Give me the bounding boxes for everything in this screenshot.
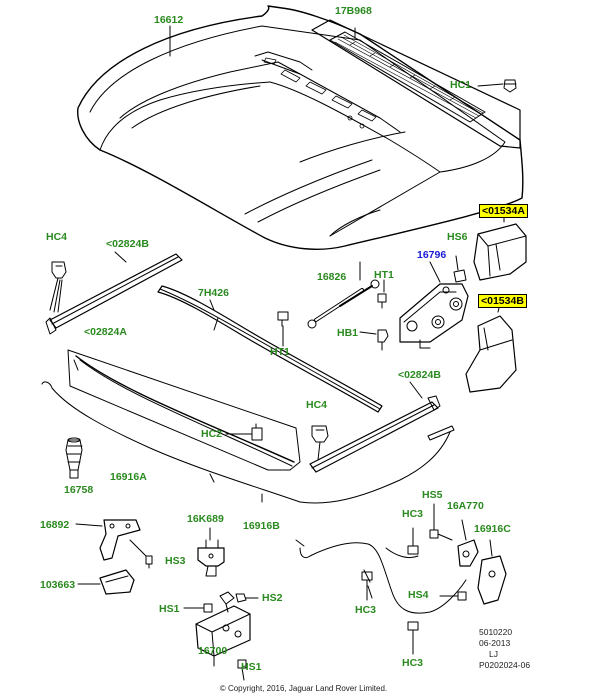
callout-103663[interactable]: 103663 bbox=[40, 579, 76, 591]
callout-hs6[interactable]: HS6 bbox=[447, 231, 468, 243]
hc4-right-clip bbox=[311, 425, 329, 461]
seal-left bbox=[45, 253, 183, 335]
callout-hc3-c[interactable]: HC3 bbox=[402, 657, 424, 669]
callout-hs5[interactable]: HS5 bbox=[422, 489, 443, 501]
hc3-clip-b bbox=[361, 571, 373, 601]
callout-16k689[interactable]: 16K689 bbox=[187, 513, 224, 525]
hinge-cover-lower bbox=[465, 303, 517, 393]
stamp-number: 5010220 bbox=[479, 627, 513, 637]
drawing-stamp: 5010220 06-2013 LJ P0202024-06 bbox=[479, 627, 530, 671]
callout-02824b-left[interactable]: <02824B bbox=[106, 238, 149, 250]
callout-16916b[interactable]: 16916B bbox=[243, 520, 280, 532]
callout-7h426[interactable]: 7H426 bbox=[198, 287, 229, 299]
callout-16892[interactable]: 16892 bbox=[40, 519, 70, 531]
hood-panel bbox=[77, 5, 524, 250]
callout-16826[interactable]: 16826 bbox=[317, 271, 347, 283]
hs5-screw bbox=[429, 503, 453, 541]
hc2-clip bbox=[225, 423, 263, 441]
callout-hs2[interactable]: HS2 bbox=[262, 592, 283, 604]
hs3-screw bbox=[145, 555, 153, 569]
hood-hinge bbox=[399, 261, 469, 349]
callout-01534b[interactable]: <01534B bbox=[478, 294, 527, 308]
callout-ht1-top[interactable]: HT1 bbox=[374, 269, 394, 281]
callout-hc1-top[interactable]: HC1 bbox=[450, 79, 472, 91]
hs4-screw bbox=[439, 591, 467, 601]
ht1-stud-bottom bbox=[277, 311, 289, 347]
callout-hs1-a[interactable]: HS1 bbox=[159, 603, 180, 615]
hc4-left-clip bbox=[49, 261, 67, 313]
callout-hc2[interactable]: HC2 bbox=[201, 428, 223, 440]
callout-02824a[interactable]: <02824A bbox=[84, 326, 127, 338]
callout-hc3-a[interactable]: HC3 bbox=[402, 508, 424, 520]
hs2-bolt bbox=[235, 593, 259, 603]
callout-ht1-bottom[interactable]: HT1 bbox=[270, 346, 290, 358]
hc3-clip-c bbox=[407, 621, 419, 655]
reinforcement-bracket bbox=[77, 569, 135, 595]
copyright-notice: © Copyright, 2016, Jaguar Land Rover Lim… bbox=[219, 684, 388, 693]
callout-hc4-right[interactable]: HC4 bbox=[306, 399, 328, 411]
callout-16916a[interactable]: 16916A bbox=[110, 471, 147, 483]
hs1-bolt-a bbox=[183, 603, 213, 613]
stamp-date: 06-2013 bbox=[479, 638, 511, 648]
callout-17b968[interactable]: 17B968 bbox=[335, 5, 372, 17]
cowl-grille-panel bbox=[311, 19, 521, 149]
callout-hb1[interactable]: HB1 bbox=[337, 327, 359, 339]
seal-7h426 bbox=[157, 285, 383, 413]
gas-strut bbox=[307, 261, 380, 329]
callout-16796[interactable]: 16796 bbox=[417, 249, 447, 261]
callout-16758[interactable]: 16758 bbox=[64, 484, 94, 496]
stamp-initials: LJ bbox=[489, 649, 498, 659]
hb1-bolt bbox=[359, 329, 389, 351]
release-handle bbox=[457, 519, 507, 605]
callout-hs4[interactable]: HS4 bbox=[408, 589, 429, 601]
callout-hc4-left[interactable]: HC4 bbox=[46, 231, 68, 243]
ht1-stud-top bbox=[377, 279, 387, 309]
secondary-latch bbox=[197, 527, 225, 577]
callout-16612[interactable]: 16612 bbox=[154, 14, 184, 26]
striker-bracket bbox=[75, 519, 147, 561]
release-cable-front bbox=[41, 381, 455, 504]
release-cable-rear bbox=[295, 539, 467, 614]
callout-02824b-right[interactable]: <02824B bbox=[398, 369, 441, 381]
seal-right bbox=[309, 395, 441, 473]
callout-16700[interactable]: 16700 bbox=[198, 645, 228, 657]
bump-stop bbox=[65, 437, 83, 479]
callout-01534a[interactable]: <01534A bbox=[479, 204, 528, 218]
hc3-clip-a bbox=[407, 527, 419, 555]
stamp-ref: P0202024-06 bbox=[479, 660, 531, 670]
hs1-bolt-b bbox=[237, 659, 247, 681]
callout-hs1-b[interactable]: HS1 bbox=[241, 661, 262, 673]
callout-16a770[interactable]: 16A770 bbox=[447, 500, 484, 512]
callout-hs3[interactable]: HS3 bbox=[165, 555, 186, 567]
seal-02824a bbox=[67, 349, 301, 471]
callout-hc3-b[interactable]: HC3 bbox=[355, 604, 377, 616]
hs6-nut bbox=[453, 255, 467, 283]
hood-lock bbox=[195, 591, 251, 667]
callout-16916c[interactable]: 16916C bbox=[474, 523, 511, 535]
hinge-cover-upper bbox=[473, 207, 527, 281]
